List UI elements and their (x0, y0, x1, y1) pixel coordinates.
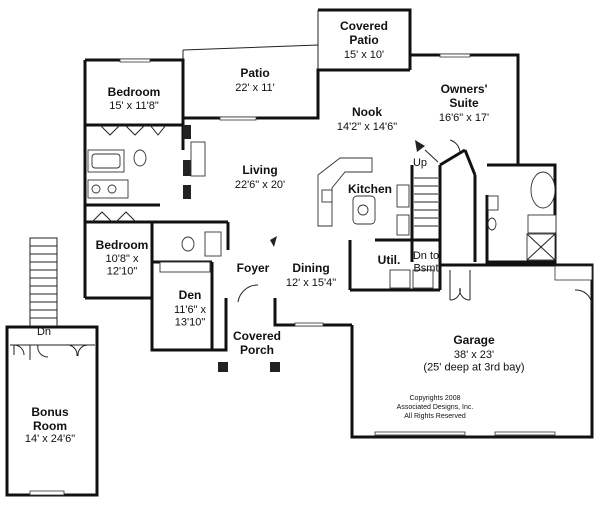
room-size-living: 22'6" x 20' (235, 179, 285, 191)
bonus-stair-treads (30, 245, 57, 319)
room-size-nook: 14'2" x 14'6" (337, 121, 397, 133)
room-name-garage: Garage (453, 333, 495, 347)
copyright-line-1: Copyrights 2008 (410, 395, 461, 402)
room-name-bedroom-1: Bedroom (108, 85, 161, 99)
interior-walls (85, 118, 518, 350)
room-name-kitchen: Kitchen (348, 182, 392, 196)
stair-up-label: Up (413, 157, 427, 169)
room-name-den: Den (179, 288, 202, 302)
room-size-patio: 22' x 11' (235, 82, 274, 94)
room-size-dining: 12' x 15'4" (286, 277, 336, 289)
room-name-dining: Dining (292, 261, 329, 275)
fixtures (87, 53, 593, 436)
room-name-bedroom-2: Bedroom (96, 238, 149, 252)
room-name-patio: Patio (240, 66, 269, 80)
room-size-bedroom-1: 15' x 11'8" (109, 100, 159, 112)
copyright-line-3: All Rights Reserved (404, 413, 466, 420)
room-name-foyer: Foyer (237, 261, 270, 275)
room-size-owners-suite: 16'6" x 17' (439, 112, 489, 124)
room-name-owners-suite: Owners'Suite (441, 82, 488, 110)
room-name-nook: Nook (352, 105, 382, 119)
room-name-living: Living (242, 163, 277, 177)
room-size-covered-patio-top: 15' x 10' (344, 49, 384, 61)
bonus-stair-down-label: Dn (37, 326, 51, 338)
room-name-util: Util. (378, 253, 401, 267)
copyright-line-2: Associated Designs, Inc. (397, 404, 474, 411)
room-size-bonus-room: 14' x 24'6" (25, 433, 75, 445)
main-stair-treads (414, 177, 438, 227)
bonus-room-block (5, 237, 99, 497)
room-size-garage: 38' x 23'(25' deep at 3rd bay) (423, 349, 524, 374)
